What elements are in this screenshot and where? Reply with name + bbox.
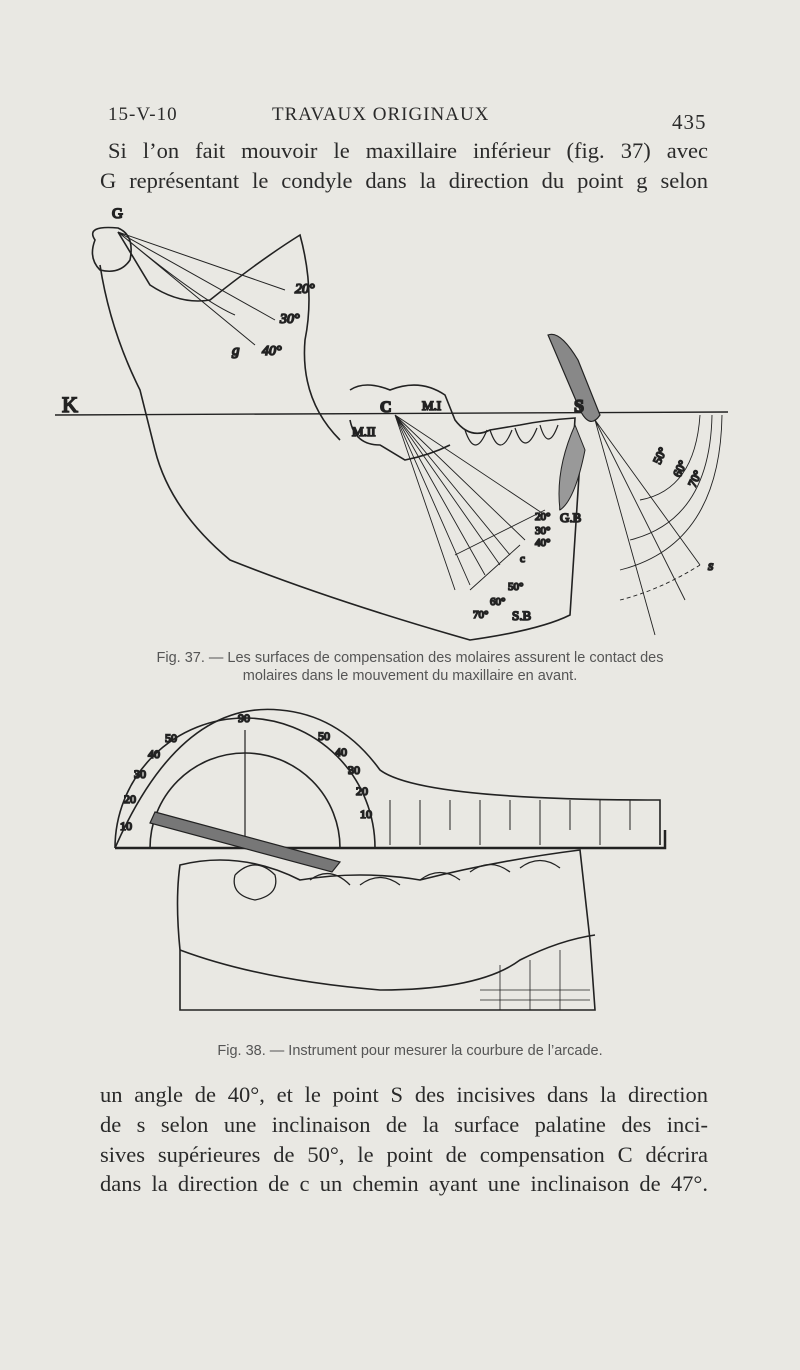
- label-G: G: [112, 206, 123, 222]
- label-GB: G.B: [560, 510, 582, 525]
- text-line: de s selon une inclinaison de la surface…: [100, 1112, 708, 1137]
- scale-tick-label: 30: [134, 767, 146, 781]
- running-head-title: TRAVAUX ORIGINAUX: [272, 104, 490, 125]
- scale-tick-label: 40: [335, 745, 347, 759]
- running-head-date: 15-V-10: [108, 104, 178, 125]
- label-s60: 60°: [670, 458, 690, 479]
- text-line: dans la direction de c un chemin ayant u…: [100, 1171, 708, 1196]
- label-C: C: [380, 399, 392, 416]
- protractor-scale: 10 20 30 40 50 90 50 40 30 20 10: [119, 710, 373, 834]
- scale-tick-label: 20: [124, 792, 136, 806]
- label-c: c: [520, 553, 525, 565]
- scale-tick-label: 10: [360, 807, 372, 821]
- label-MII: M.II: [352, 424, 375, 439]
- scale-tick-label: 50: [318, 729, 330, 743]
- figure-37-caption: molaires dans le mouvement du maxillaire…: [242, 668, 578, 684]
- label-40: 40°: [262, 344, 282, 359]
- label-g: g: [232, 343, 240, 359]
- label-20: 20°: [295, 282, 315, 297]
- figure-37-mandible-diagram: G 20° 30° 40° g K C M.I M.II S 20° 30° 4…: [54, 205, 729, 641]
- label-c20: 20°: [535, 511, 550, 523]
- label-c70: 70°: [473, 609, 488, 621]
- label-s: s: [708, 559, 714, 574]
- label-30: 30°: [279, 312, 300, 327]
- scale-tick-label: 50: [165, 731, 177, 745]
- text-line: sives supérieures de 50°, le point de co…: [100, 1142, 708, 1167]
- scale-tick-label: 30: [348, 763, 360, 777]
- label-SB: S.B: [512, 608, 531, 623]
- figure-38-instrument-drawing: 10 20 30 40 50 90 50 40 30 20 10: [114, 708, 667, 1011]
- text-line: Si l’on fait mouvoir le maxillaire infér…: [108, 138, 708, 163]
- label-S: S: [574, 396, 584, 416]
- label-K: K: [62, 392, 78, 417]
- label-s50: 50°: [650, 445, 670, 466]
- label-c40: 40°: [535, 537, 550, 549]
- label-c30: 30°: [535, 525, 550, 537]
- text-line: un angle de 40°, et le point S des incis…: [100, 1082, 708, 1107]
- figure-38-caption: Fig. 38. — Instrument pour mesurer la co…: [217, 1043, 603, 1059]
- page-number: 435: [672, 110, 707, 134]
- scale-tick-label: 40: [148, 747, 160, 761]
- label-c50: 50°: [508, 581, 523, 593]
- figure-37-caption: Fig. 37. — Les surfaces de compensation …: [156, 650, 664, 666]
- label-s70: 70°: [685, 468, 705, 489]
- text-line: G représentant le condyle dans la direct…: [100, 168, 708, 193]
- scale-tick-label: 20: [356, 784, 368, 798]
- scale-tick-label: 10: [120, 819, 132, 833]
- label-MI: M.I: [422, 398, 441, 413]
- label-c60: 60°: [490, 596, 505, 608]
- scale-tick-label: 90: [238, 711, 250, 725]
